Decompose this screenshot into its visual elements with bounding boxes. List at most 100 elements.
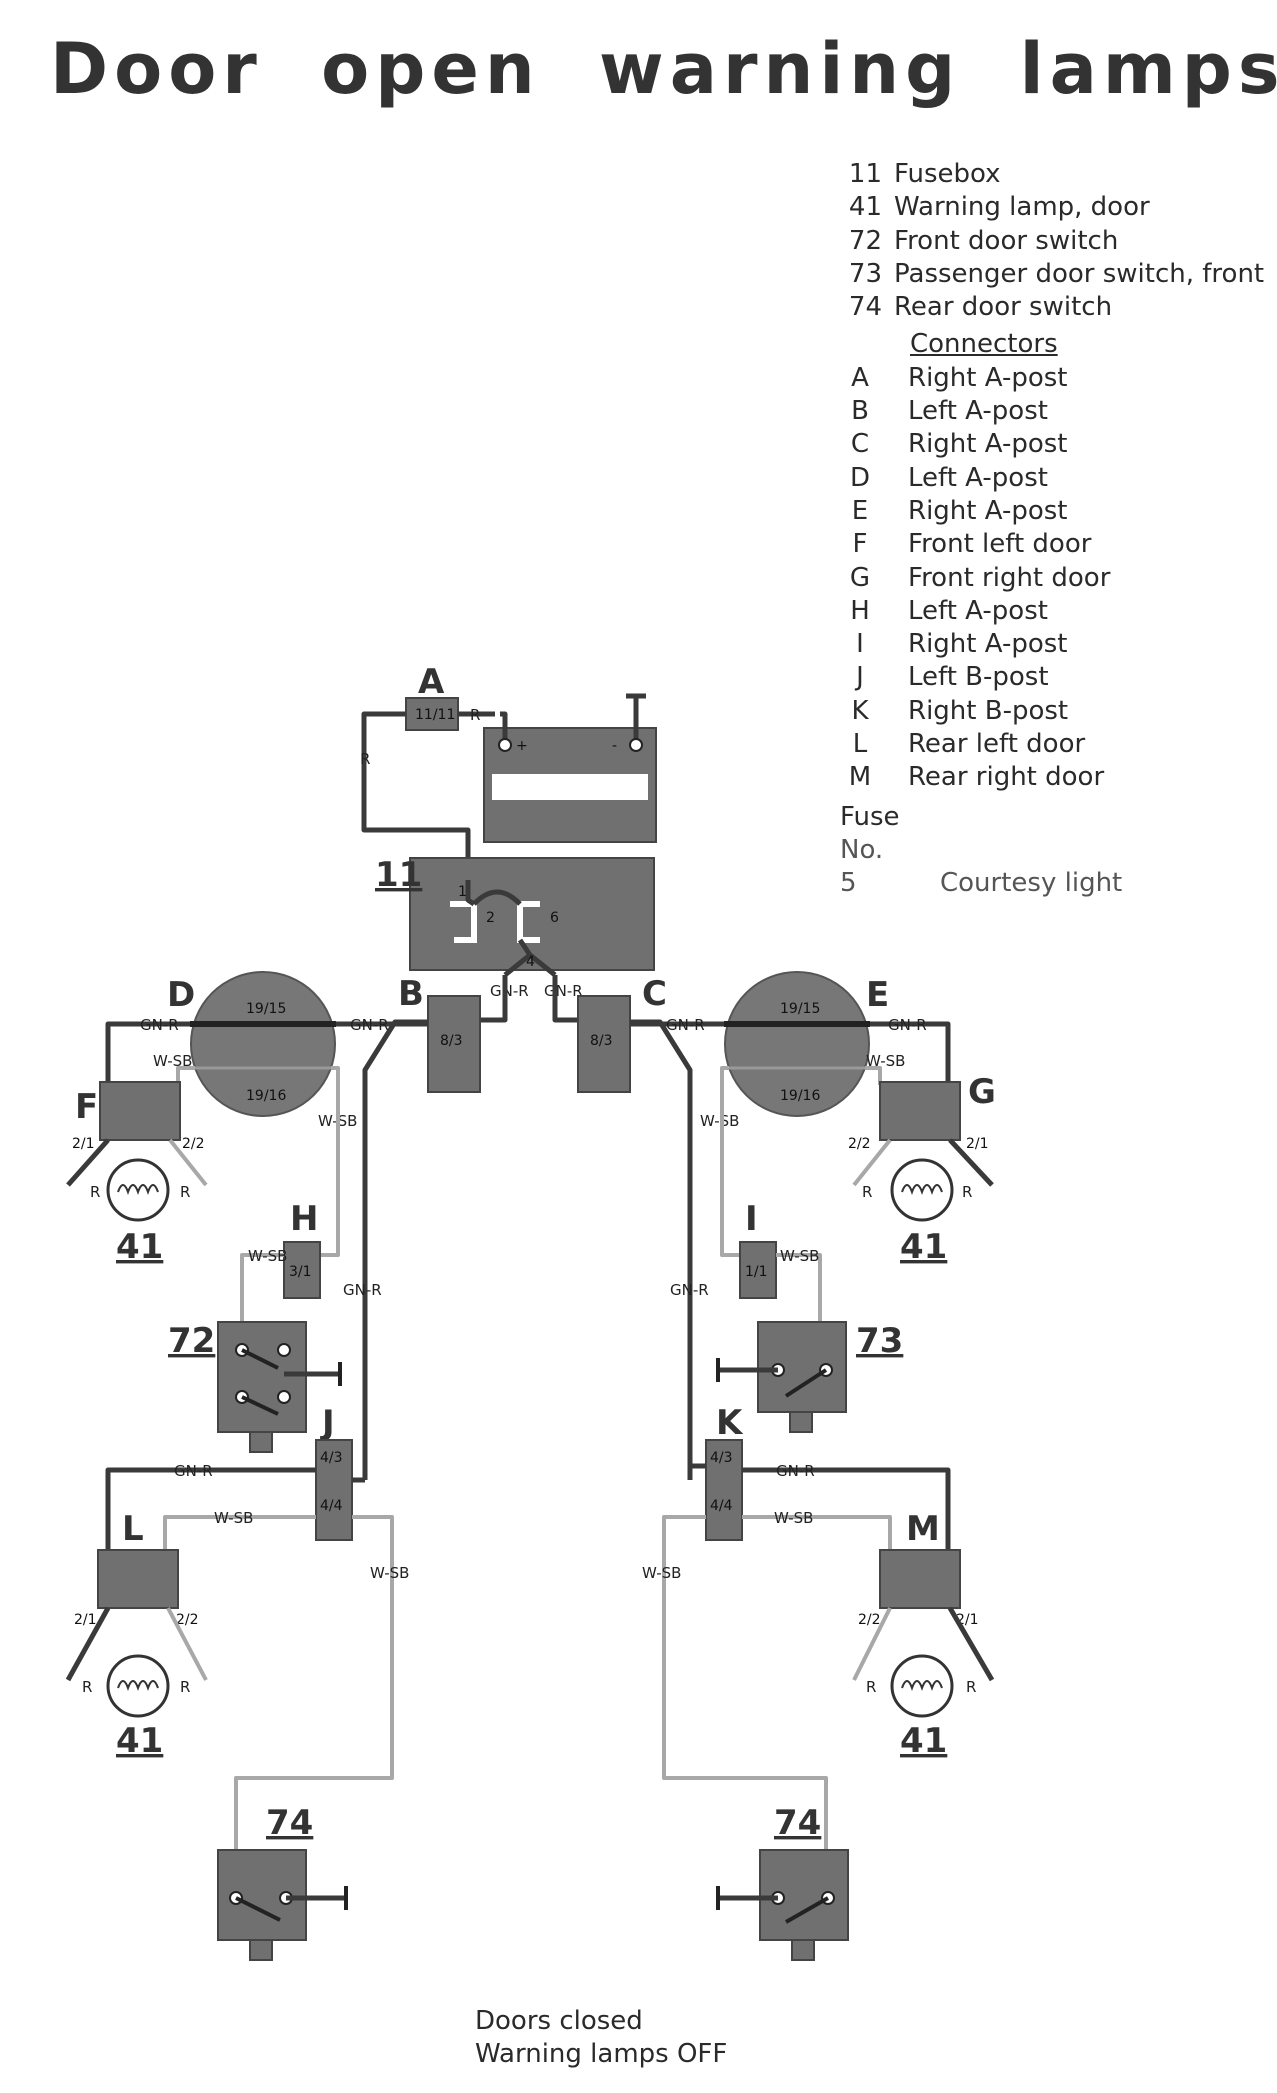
passenger-door-switch: 73 (716, 1321, 903, 1433)
rear-switch-number: 74 (774, 1803, 821, 1843)
lamp-number: 41 (116, 1721, 163, 1761)
fuse-out-right (528, 953, 557, 977)
lamp-number: 41 (900, 1721, 947, 1761)
connector-g: G 2/2 2/1 (848, 1072, 996, 1152)
connector-f-letter: F (75, 1087, 98, 1127)
connector-letter: F (852, 529, 868, 560)
wire-label-gn-r-right: GN-R (670, 1281, 709, 1299)
lamp-lead-r-left: R (82, 1678, 92, 1696)
wire-label-gn-r-j: GN-R (174, 1462, 213, 1480)
wire-label-gn-r-c: GN-R (666, 1016, 705, 1034)
switch-contact (277, 1343, 291, 1357)
connector-l-pin-22: 2/2 (176, 1612, 199, 1628)
connector-i-letter: I (745, 1199, 758, 1239)
lamp-lead-r-right: R (962, 1183, 972, 1201)
legend-number: 73 (848, 258, 882, 289)
connector-m-letter: M (906, 1509, 940, 1549)
connector-j: J 4/3 4/4 (315, 1403, 353, 1541)
legend-number: 72 (848, 225, 882, 256)
fuse-bridge (472, 889, 522, 906)
lamp-lead-r-right: R (966, 1678, 976, 1696)
wire-i-to-73 (776, 1253, 822, 1322)
connector-b-box (427, 995, 481, 1093)
wire-c-to-k (630, 1019, 693, 1480)
warning-lamp-rear-right: R R 41 (866, 1654, 976, 1761)
switch-lever (784, 1368, 828, 1398)
connector-d-body (190, 971, 336, 1117)
wire-label-w-sb-i: W-SB (780, 1247, 819, 1265)
legend-label: Rear door switch (894, 292, 1113, 323)
legend-label: Passenger door switch, front (894, 258, 1265, 289)
connector-h: H 3/1 (283, 1199, 321, 1299)
passenger-switch-number: 73 (856, 1321, 903, 1361)
connector-k-code-bottom: 4/4 (710, 1498, 733, 1514)
connector-h-box (283, 1241, 321, 1299)
connectors-heading: Connectors (910, 329, 1058, 360)
fusebox-number: 11 (375, 855, 422, 895)
connector-label: Right A-post (908, 362, 1068, 393)
wire-label-gn-r-d-left: GN-R (140, 1016, 179, 1034)
connector-j-letter: J (320, 1403, 335, 1443)
connector-c-letter: C (642, 974, 667, 1014)
fusebox-body (409, 857, 655, 971)
connector-a: A 11/11 (405, 662, 459, 731)
connector-a-letter: A (418, 662, 445, 702)
wire-g-lamp-right (948, 1138, 994, 1187)
switch-lever (785, 1896, 829, 1924)
lamp-number: 41 (900, 1227, 947, 1267)
wire-label-gn-r-left: GN-R (343, 1281, 382, 1299)
wire-label-gn-r-d: GN-R (350, 1016, 389, 1034)
fuse-number-heading: No. (840, 834, 884, 865)
connector-d-code-bottom: 19/16 (246, 1088, 286, 1104)
connector-f-box (99, 1081, 181, 1141)
wire-label-w-sb-j: W-SB (214, 1509, 253, 1527)
switch-contact (277, 1390, 291, 1404)
rear-switch-plunger (791, 1939, 815, 1961)
rear-switch-plunger (249, 1939, 273, 1961)
connector-d: D 19/15 19/16 (167, 971, 336, 1117)
connector-letter: L (852, 729, 868, 760)
switch-lever (241, 1348, 279, 1370)
connector-c: C 8/3 (577, 974, 667, 1093)
wire-l-lamp-left (65, 1606, 111, 1682)
wire-label-w-sb-k: W-SB (774, 1509, 813, 1527)
wire-label-gn-r-k: GN-R (776, 1462, 815, 1480)
connector-letter: C (850, 429, 870, 460)
wire-j-w-sb-to-l (163, 1515, 316, 1552)
connector-label: Rear left door (908, 729, 1086, 760)
front-switch-number: 72 (168, 1321, 215, 1361)
wire-e-to-g (870, 1021, 951, 1085)
wire-f-lamp-left (66, 1138, 110, 1187)
connector-a-code: 11/11 (415, 707, 455, 723)
lamp-number: 41 (116, 1227, 163, 1267)
wire-d-to-f (105, 1021, 190, 1085)
connector-k: K 4/3 4/4 (705, 1403, 744, 1541)
connector-i-box (739, 1241, 777, 1299)
wire-m-lamp-right (947, 1606, 995, 1682)
battery-minus-terminal (629, 738, 643, 752)
lamp-filament (901, 1184, 943, 1195)
lamp-lead-r-left: R (862, 1183, 872, 1201)
connector-h-code: 3/1 (289, 1264, 312, 1280)
lamp-filament (117, 1184, 159, 1195)
connector-c-code: 8/3 (590, 1033, 613, 1049)
connector-label: Left A-post (908, 595, 1048, 626)
wire-label-w-sb-j-down: W-SB (370, 1564, 409, 1582)
wire-j-to-74-left (234, 1515, 394, 1855)
connector-letter: J (856, 662, 864, 693)
caption-line-2: Warning lamps OFF (475, 2039, 728, 2069)
connector-k-box (705, 1439, 743, 1541)
connector-e-code-bottom: 19/16 (780, 1088, 820, 1104)
connector-i-code: 1/1 (745, 1264, 768, 1280)
wire-f-lamp-right (168, 1138, 208, 1187)
connector-k-letter: K (716, 1403, 744, 1443)
connector-label: Rear right door (908, 762, 1105, 793)
